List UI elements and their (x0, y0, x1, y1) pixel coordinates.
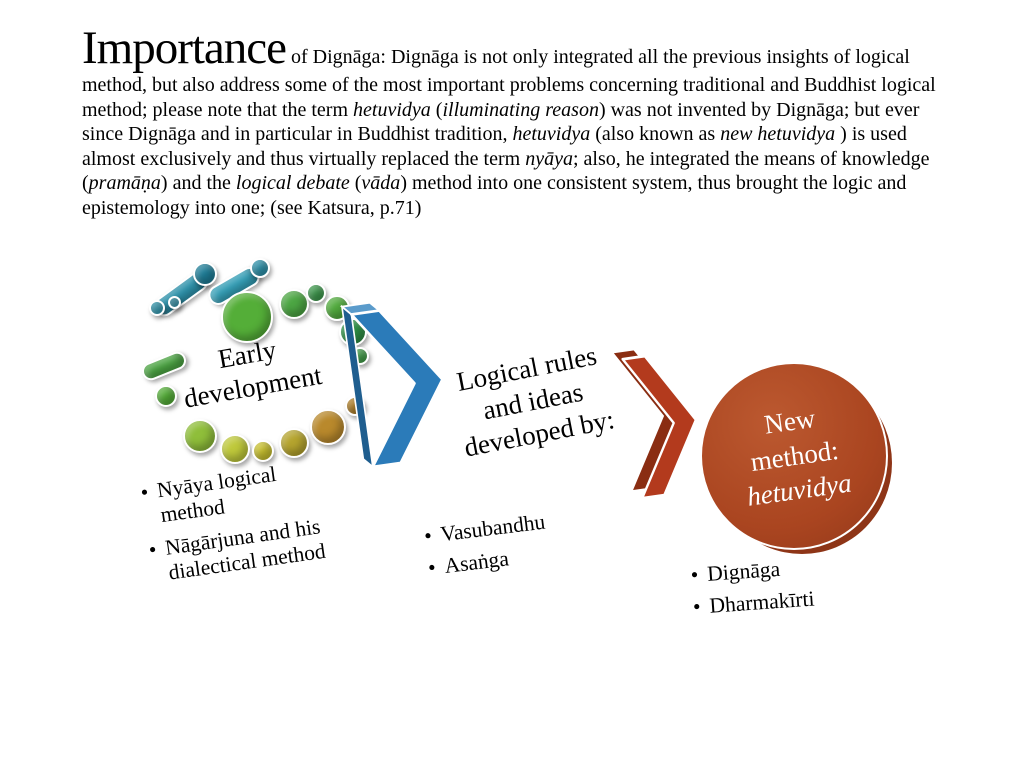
stage3-bullets: • Dignāga • Dharmakīrti (690, 549, 894, 628)
bullet-icon: • (422, 523, 434, 549)
stage2-bullets: • Vasubandhu • Asaṅga (423, 500, 629, 589)
stage1-bullets: • Nyāya logical method • Nāgārjuna and h… (139, 448, 388, 595)
stage3-label: New method: hetuvidya (744, 403, 853, 513)
cylinder-shape (221, 291, 273, 343)
cylinder-shape (250, 258, 270, 278)
cylinder-shape (279, 428, 309, 458)
chevron-face (621, 354, 697, 500)
chevron-left-bevel (340, 304, 374, 469)
list-item: • Dignāga (689, 556, 781, 587)
bullet-icon: • (426, 555, 438, 581)
cylinder-shape (168, 296, 181, 309)
bullet-icon: • (692, 594, 702, 620)
cylinder-shape (193, 262, 217, 286)
cylinder-shape (252, 440, 274, 462)
bullet-icon: • (139, 479, 150, 505)
stage2-label: Logical rules and ideas developed by: (454, 340, 617, 463)
list-item: • Dharmakīrti (692, 586, 816, 620)
cylinder-shape (220, 434, 250, 464)
new-method-circle: New method: hetuvidya (700, 362, 894, 554)
bullet-icon: • (147, 537, 158, 562)
cylinder-shape (149, 300, 165, 316)
cylinder-shape (155, 385, 177, 407)
blue-chevron-arrow (338, 290, 458, 479)
slide-title: Importance (82, 22, 287, 74)
circle-face: New method: hetuvidya (700, 362, 888, 550)
red-chevron-arrow (608, 331, 714, 516)
cylinder-shape (183, 419, 217, 453)
chevron-face (350, 309, 444, 469)
intro-text: of Dignāga: Dignāga is not only integrat… (82, 46, 936, 219)
intro-paragraph: Importance of Dignāga: Dignāga is not on… (82, 22, 944, 220)
cylinder-shape (306, 283, 326, 303)
bullet-icon: • (689, 562, 700, 587)
cylinder-shape (310, 409, 346, 445)
cylinder-shape (279, 289, 309, 319)
